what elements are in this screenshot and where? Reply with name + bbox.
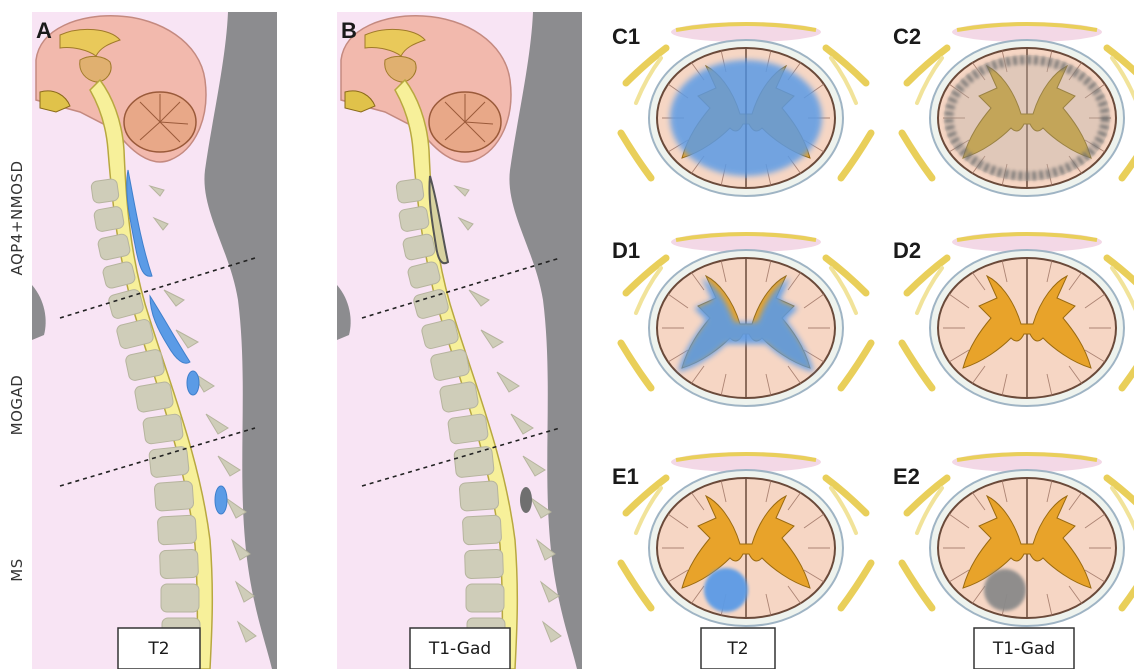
axial-panel-e2 <box>902 452 1134 626</box>
axial-panel-d1 <box>621 232 871 406</box>
panel-letter-c2: C2 <box>893 24 921 49</box>
e2-gad-lesion <box>984 569 1026 611</box>
row-label-nmosd: AQP4+NMOSD <box>8 160 26 275</box>
panel-letter-a: A <box>36 18 52 43</box>
axial-panel-c1 <box>621 22 871 196</box>
panel-b-gad-lesion <box>520 487 532 513</box>
t1gad-label-axial: T1-Gad <box>992 639 1055 659</box>
panel-letter-d1: D1 <box>612 238 640 263</box>
t1gad-label-sagittal: T1-Gad <box>428 639 491 659</box>
axial-panel-d2 <box>902 232 1134 406</box>
panel-letter-b: B <box>341 18 357 43</box>
panel-letter-d2: D2 <box>893 238 921 263</box>
panel-letter-e1: E1 <box>612 464 639 489</box>
axial-panel-c2 <box>902 22 1134 196</box>
axial-panel-e1 <box>621 452 871 626</box>
e1-t2-lesion <box>704 568 748 612</box>
t2-label-axial: T2 <box>726 639 748 659</box>
sagittal-panel-a: T2 A <box>32 12 277 669</box>
t2-label-sagittal: T2 <box>147 639 169 659</box>
sagittal-panel-b: T1-Gad B <box>337 12 582 669</box>
row-label-ms: MS <box>8 558 26 581</box>
panel-letter-c1: C1 <box>612 24 640 49</box>
row-label-mogad: MOGAD <box>8 375 26 436</box>
panel-letter-e2: E2 <box>893 464 920 489</box>
